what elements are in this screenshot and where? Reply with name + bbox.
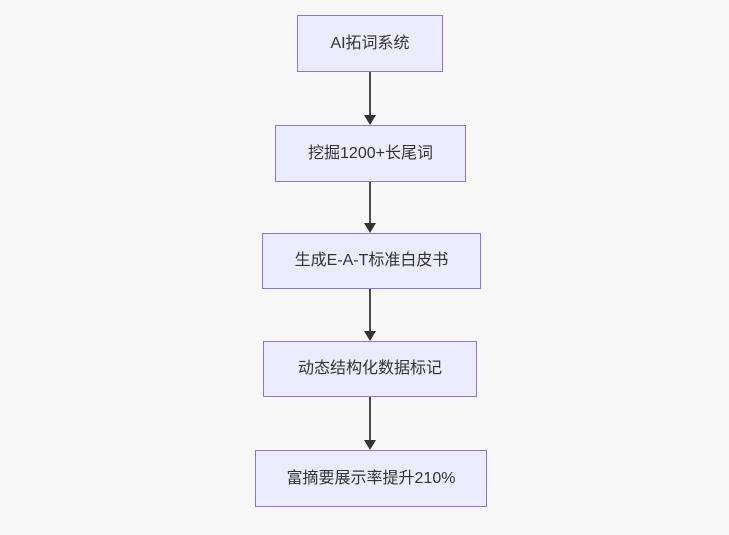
flowchart-node-eat-whitepaper: 生成E-A-T标准白皮书	[262, 233, 481, 289]
edge-connector-3	[369, 289, 371, 332]
flowchart-node-rich-snippet-result: 富摘要展示率提升210%	[255, 450, 487, 507]
flowchart-node-structured-data: 动态结构化数据标记	[263, 341, 477, 397]
node-label: 动态结构化数据标记	[297, 360, 442, 378]
node-label: AI拓词系统	[330, 34, 410, 52]
arrow-down-icon	[364, 331, 376, 341]
edge-connector-1	[369, 72, 371, 116]
flowchart-node-longtail-mining: 挖掘1200+长尾词	[275, 125, 466, 182]
arrow-down-icon	[364, 440, 376, 450]
edge-connector-4	[369, 397, 371, 441]
arrow-down-icon	[364, 115, 376, 125]
node-label: 生成E-A-T标准白皮书	[294, 252, 449, 270]
node-label: 富摘要展示率提升210%	[286, 469, 456, 487]
node-label: 挖掘1200+长尾词	[308, 144, 433, 162]
flowchart-node-ai-system: AI拓词系统	[297, 15, 443, 72]
arrow-down-icon	[364, 223, 376, 233]
edge-connector-2	[369, 182, 371, 224]
